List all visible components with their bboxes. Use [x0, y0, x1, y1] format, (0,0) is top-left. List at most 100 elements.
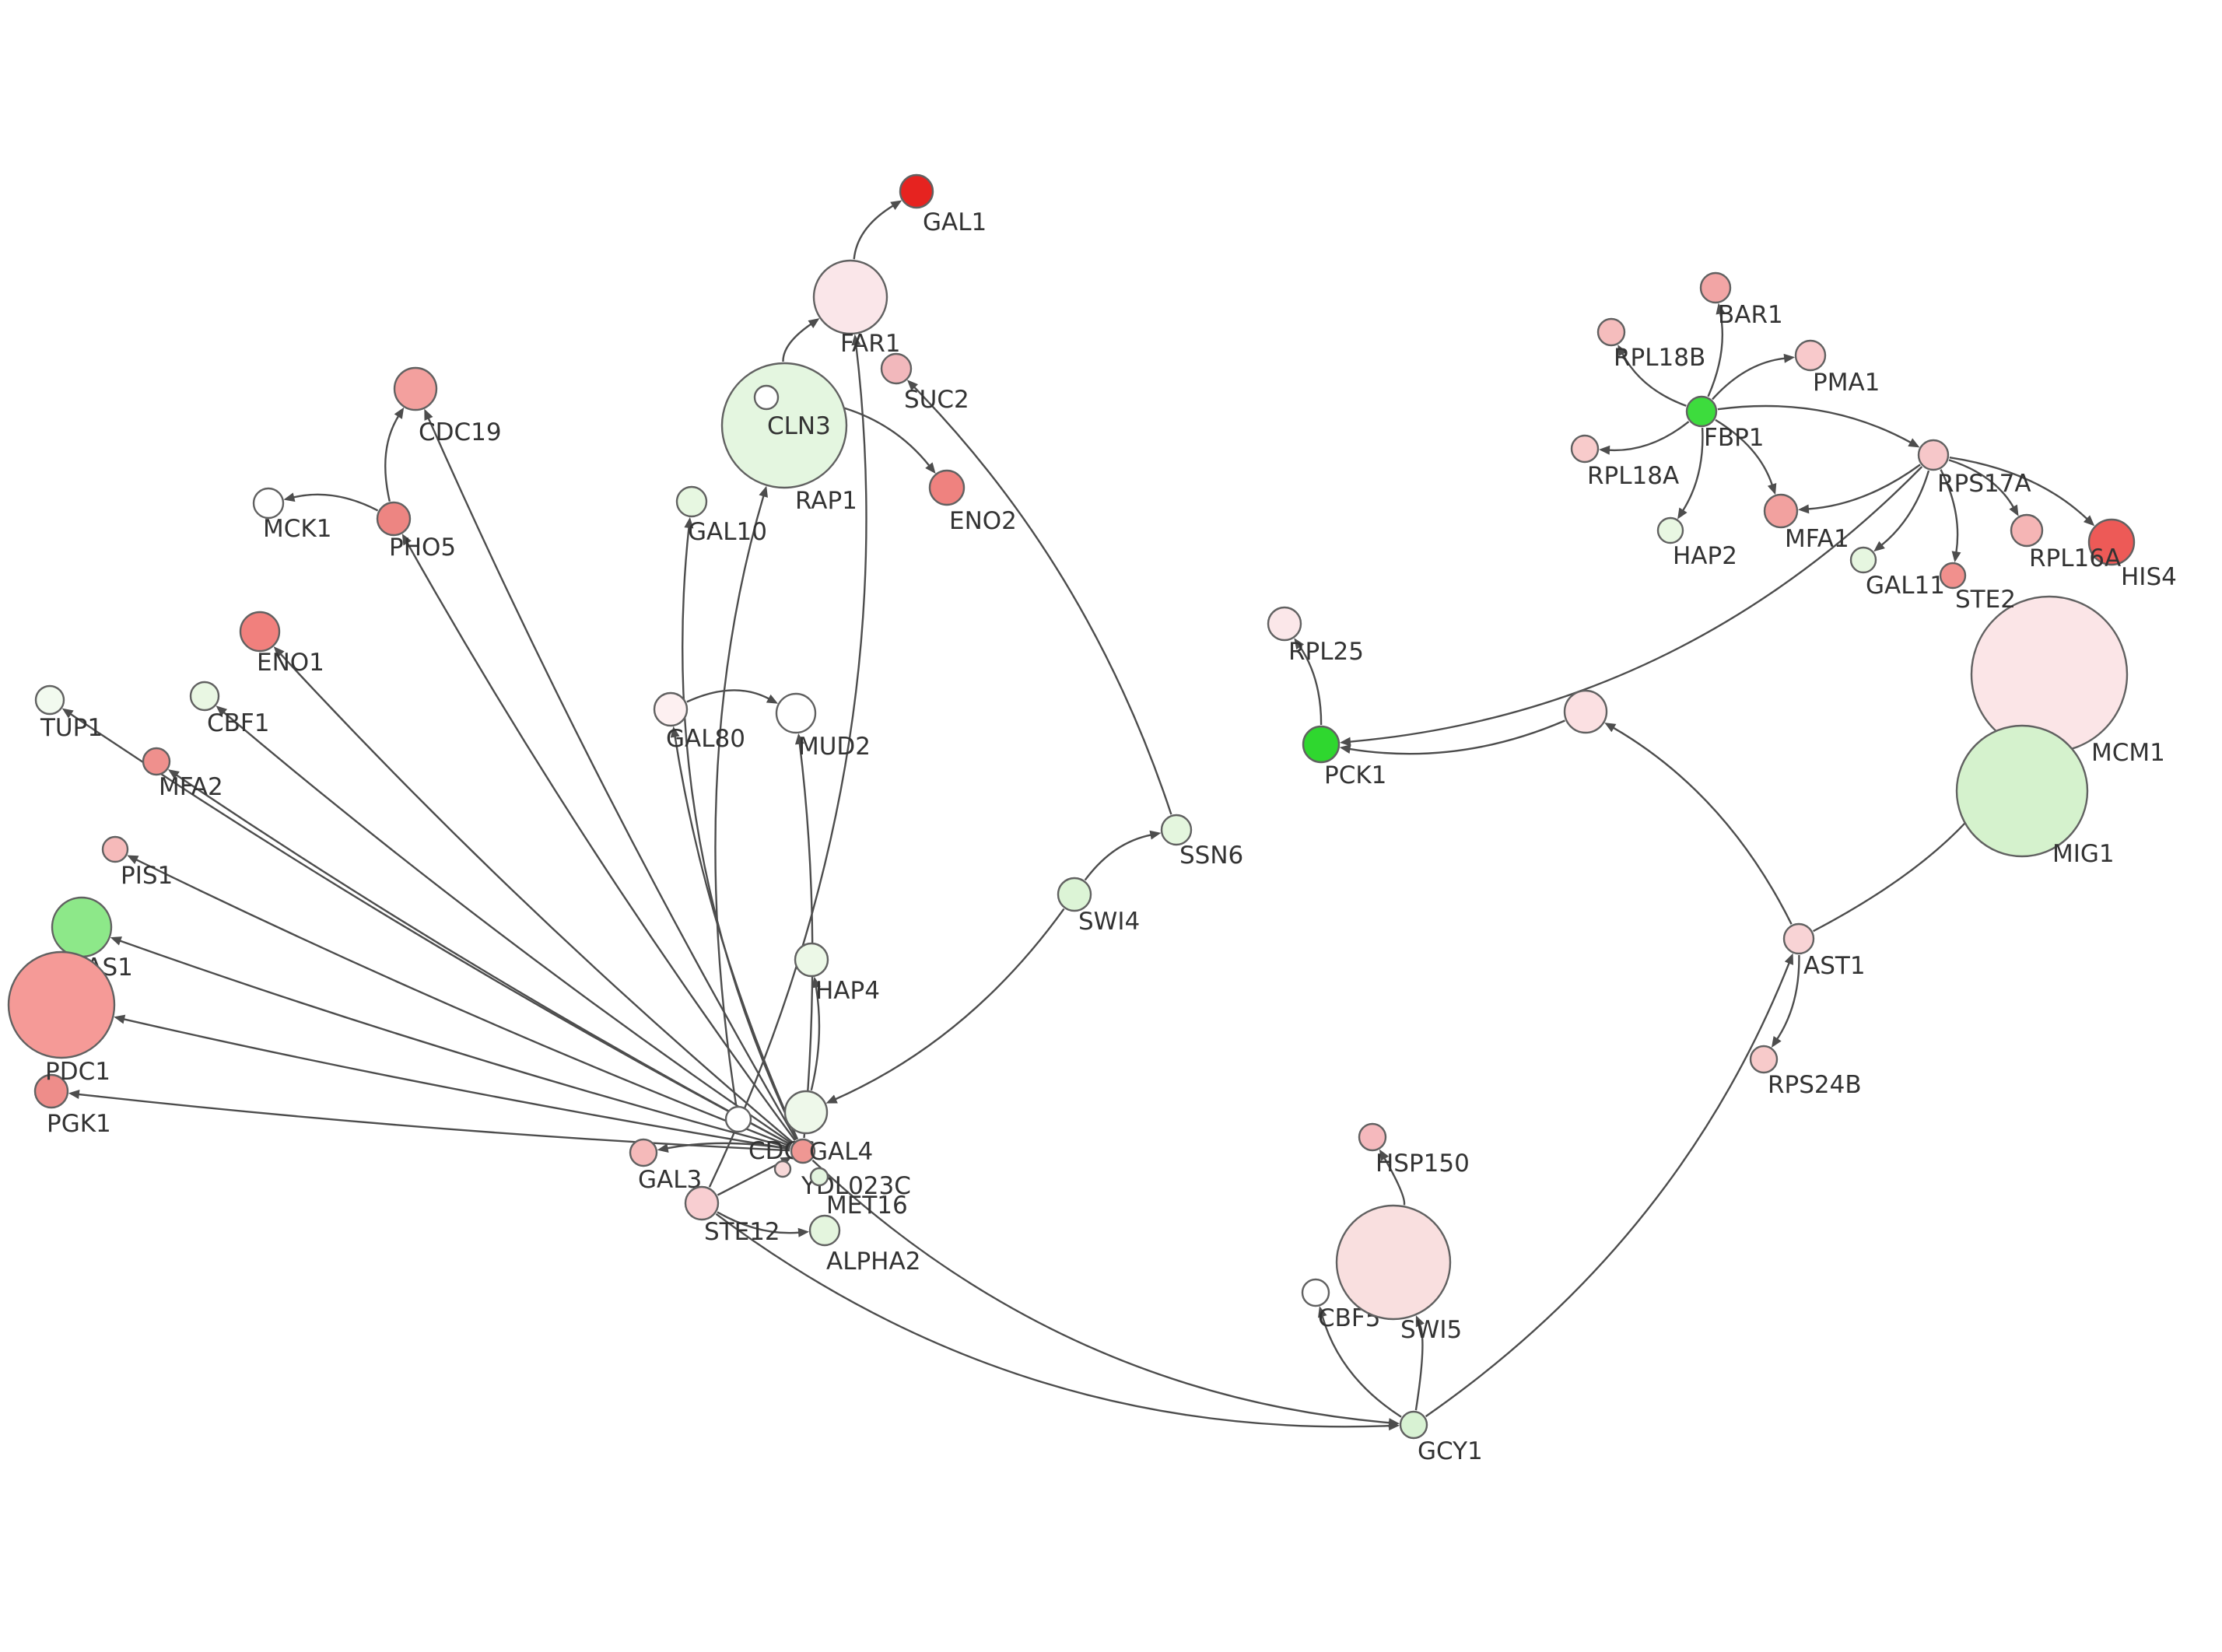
node-circle-rpl16a[interactable]: [2010, 513, 2044, 548]
node-circle-cdc19[interactable]: [393, 366, 438, 411]
node-circle-gal80[interactable]: [653, 691, 689, 727]
edge-swi5-hsp150[interactable]: [1379, 1149, 1406, 1206]
node-circle-ste2[interactable]: [1939, 562, 1967, 590]
edge-gal4-gcy1[interactable]: [811, 1159, 1400, 1428]
edge-gal4-mfa2[interactable]: [167, 769, 792, 1146]
edge-gal4-pho5[interactable]: [401, 534, 796, 1142]
node-circle-ste12[interactable]: [684, 1185, 720, 1221]
edge-gal4-gal10[interactable]: [682, 516, 798, 1140]
edge-fbp1-bar1[interactable]: [1707, 303, 1726, 397]
edge-swi4-unkg[interactable]: [825, 908, 1065, 1104]
edge-pho5-cdc19[interactable]: [384, 407, 405, 502]
edge-gal4-eno1[interactable]: [273, 646, 794, 1143]
edge-gal4-pis1[interactable]: [127, 855, 791, 1147]
edge-gal4-gal3[interactable]: [657, 1142, 790, 1153]
node-circle-gal1[interactable]: [899, 173, 934, 209]
edge-fbp1-rpl18a[interactable]: [1599, 421, 1690, 455]
edge-rps17a-mfa1[interactable]: [1797, 464, 1921, 514]
node-circle-hsp150[interactable]: [1358, 1122, 1387, 1152]
node-circle-bar1[interactable]: [1699, 271, 1732, 304]
edge-pck1-rpl25[interactable]: [1294, 638, 1323, 726]
node-circle-met16[interactable]: [809, 1167, 829, 1187]
node-circle-his4[interactable]: [2087, 518, 2136, 566]
edge-gal4-gal80[interactable]: [670, 726, 799, 1139]
node-circle-ast1[interactable]: [1782, 922, 1815, 955]
node-circle-mfa1[interactable]: [1763, 493, 1799, 529]
node-circle-ydl023c[interactable]: [773, 1160, 792, 1178]
node-circle-gcy1[interactable]: [1399, 1410, 1428, 1440]
edge-ste12-far1[interactable]: [708, 334, 867, 1188]
node-circle-unkp[interactable]: [1563, 689, 1608, 734]
edge-gal4-ras1[interactable]: [110, 936, 790, 1149]
node-circle-swi4[interactable]: [1057, 877, 1092, 912]
edge-rps17a-pck1[interactable]: [1339, 466, 1923, 747]
node-circle-ssn6[interactable]: [1160, 814, 1193, 846]
node-circle-mfa2[interactable]: [142, 747, 171, 776]
edge-ste12-alpha2[interactable]: [717, 1211, 810, 1237]
edge-fbp1-pma1[interactable]: [1712, 353, 1796, 401]
node-circle-eno2[interactable]: [928, 469, 966, 506]
node-circle-rpl25[interactable]: [1267, 606, 1302, 642]
edge-gcy1-swi5[interactable]: [1414, 1315, 1425, 1411]
edge-gal4-cbf1[interactable]: [216, 705, 793, 1145]
edge-rps17a-rpl16a[interactable]: [1948, 459, 2019, 516]
node-circle-rap1[interactable]: [753, 384, 780, 411]
node-circle-mck1[interactable]: [252, 487, 285, 520]
node-circle-gal11[interactable]: [1849, 546, 1877, 574]
edge-ssn6-suc2[interactable]: [906, 380, 1172, 815]
node-circle-pgk1[interactable]: [33, 1073, 69, 1109]
node-circle-rpl18b[interactable]: [1596, 317, 1626, 347]
node-circle-fbp1[interactable]: [1685, 395, 1718, 428]
node-circle-rps24b[interactable]: [1749, 1045, 1779, 1074]
edge-rps17a-his4[interactable]: [1949, 457, 2095, 527]
edge-cln3-far1[interactable]: [782, 318, 820, 362]
node-circle-pck1[interactable]: [1302, 725, 1341, 764]
node-circle-gal4[interactable]: [790, 1138, 816, 1164]
node-circle-mig1[interactable]: [1955, 724, 2089, 858]
edge-gcy1-cbf5[interactable]: [1318, 1306, 1402, 1418]
node-circle-rpl18a[interactable]: [1570, 434, 1600, 464]
edge-pho5-mck1[interactable]: [283, 492, 379, 512]
node-circle-gal10[interactable]: [675, 485, 708, 518]
node-circle-cdc6[interactable]: [724, 1105, 752, 1133]
edge-gcy1-ast1[interactable]: [1425, 953, 1794, 1418]
node-circle-hap2[interactable]: [1656, 516, 1684, 544]
node-circle-pdc1[interactable]: [7, 950, 116, 1059]
edge-unkg-hap4[interactable]: [810, 976, 821, 1091]
node-circle-gal3[interactable]: [629, 1138, 658, 1167]
edge-fbp1-rpl18b[interactable]: [1617, 344, 1687, 407]
node-circle-cbf1[interactable]: [189, 681, 220, 712]
node-circle-rps17a[interactable]: [1917, 439, 1950, 471]
node-circle-cbf5[interactable]: [1301, 1278, 1330, 1307]
node-circle-unkg[interactable]: [783, 1090, 829, 1135]
edge-gal4-mud2[interactable]: [794, 733, 814, 1139]
edge-rps17a-gal11[interactable]: [1873, 470, 1930, 552]
edge-unkp-pck1[interactable]: [1339, 719, 1565, 755]
edge-far1-gal1[interactable]: [853, 200, 902, 260]
node-circle-mcm1[interactable]: [1970, 595, 2129, 754]
edge-gal4-cdc19[interactable]: [424, 408, 797, 1140]
edge-gal4-pdc1[interactable]: [114, 1014, 790, 1150]
edge-gal80-mud2[interactable]: [686, 689, 779, 704]
node-circle-eno1[interactable]: [239, 611, 281, 653]
node-circle-tup1[interactable]: [34, 684, 65, 716]
edge-ast1-unkp[interactable]: [1604, 723, 1793, 925]
node-circle-far1[interactable]: [812, 259, 888, 335]
edge-cdc6-cln3[interactable]: [714, 485, 768, 1106]
edge-fbp1-mfa1[interactable]: [1715, 418, 1777, 495]
node-circle-ras1[interactable]: [51, 896, 113, 958]
edge-ste12-gal4[interactable]: [717, 1157, 792, 1196]
edge-ste12-gcy1[interactable]: [715, 1213, 1400, 1431]
node-circle-hap4[interactable]: [794, 942, 829, 978]
edge-swi4-ssn6[interactable]: [1084, 830, 1162, 881]
edge-fbp1-rps17a[interactable]: [1717, 404, 1920, 448]
node-circle-swi5[interactable]: [1335, 1204, 1452, 1321]
edge-fbp1-hap2[interactable]: [1677, 427, 1704, 520]
edge-rps17a-ste2[interactable]: [1940, 469, 1961, 563]
node-circle-mud2[interactable]: [775, 692, 817, 734]
node-circle-pma1[interactable]: [1794, 339, 1827, 372]
node-circle-pho5[interactable]: [376, 501, 412, 537]
node-circle-alpha2[interactable]: [808, 1214, 841, 1247]
node-circle-suc2[interactable]: [880, 352, 913, 385]
